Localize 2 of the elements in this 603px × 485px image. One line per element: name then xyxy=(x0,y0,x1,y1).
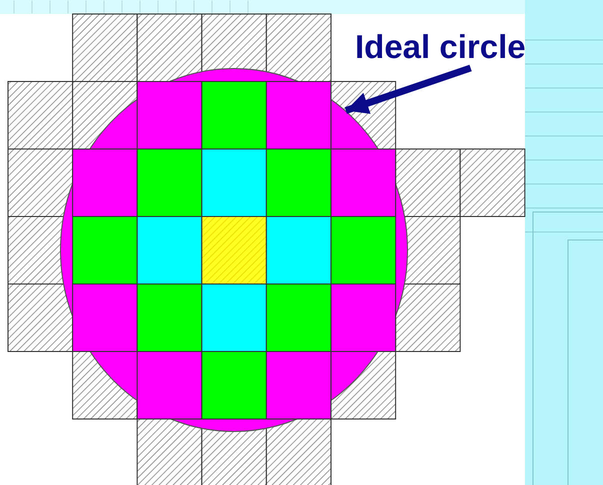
arrow xyxy=(344,64,472,114)
callout-text: Ideal circle xyxy=(355,30,526,63)
